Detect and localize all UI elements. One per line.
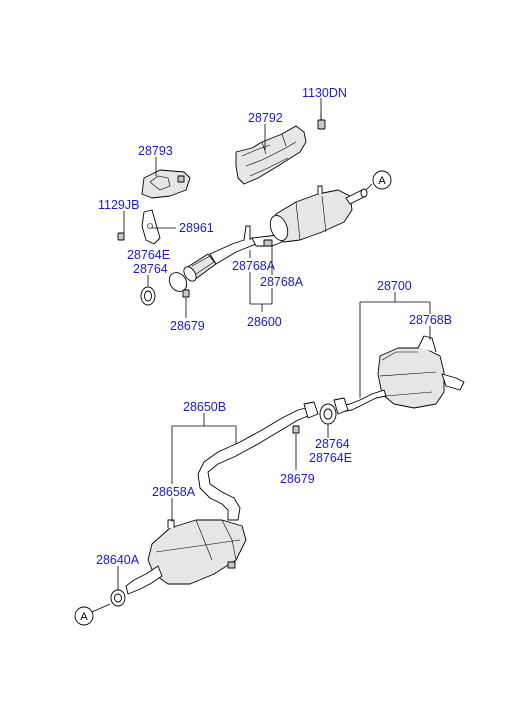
ring-28640A[interactable] [110, 589, 126, 607]
label-28640A[interactable]: 28640A [96, 553, 140, 567]
reference-marker-a-bottom: A [74, 606, 94, 626]
bolt-1129JB[interactable] [117, 232, 125, 241]
center-muffler[interactable] [263, 185, 368, 247]
label-28764-mid[interactable]: 28764 [315, 437, 350, 451]
label-28768A-1[interactable]: 28768A [232, 259, 276, 273]
label-28768A-2[interactable]: 28768A [260, 275, 304, 289]
label-28700[interactable]: 28700 [377, 279, 412, 293]
svg-text:A: A [80, 611, 88, 623]
leader-lines [91, 98, 431, 613]
rear-muffler-28700[interactable] [333, 335, 465, 415]
label-28764E-top[interactable]: 28764E [127, 248, 170, 262]
reference-marker-a-top: A [372, 170, 392, 190]
intermediate-pipe-28650B[interactable] [125, 401, 319, 595]
label-28679-top[interactable]: 28679 [170, 319, 205, 333]
front-pipe-28600[interactable] [166, 225, 283, 295]
label-1129JB[interactable]: 1129JB [98, 198, 139, 212]
heat-shield-28792[interactable] [235, 125, 307, 185]
label-28600[interactable]: 28600 [247, 315, 282, 329]
label-1130DN[interactable]: 1130DN [302, 86, 347, 100]
label-28961[interactable]: 28961 [179, 221, 214, 235]
label-28658A[interactable]: 28658A [152, 485, 196, 499]
bolt-1130DN[interactable] [317, 112, 326, 130]
label-28793[interactable]: 28793 [138, 144, 173, 158]
gasket-28764-mid[interactable] [319, 403, 337, 425]
nut-28679-mid[interactable] [292, 425, 300, 434]
svg-text:A: A [378, 175, 386, 187]
gasket-28764-top[interactable] [140, 286, 156, 306]
label-28764-top[interactable]: 28764 [133, 262, 168, 276]
bracket-28793[interactable] [141, 169, 191, 199]
label-28679-mid[interactable]: 28679 [280, 472, 315, 486]
nut-28679-top[interactable] [182, 289, 190, 298]
label-28764E-mid[interactable]: 28764E [309, 451, 352, 465]
hanger-28961[interactable] [141, 209, 161, 245]
label-28768B[interactable]: 28768B [409, 313, 452, 327]
label-28650B[interactable]: 28650B [183, 400, 226, 414]
label-28792[interactable]: 28792 [248, 111, 283, 125]
